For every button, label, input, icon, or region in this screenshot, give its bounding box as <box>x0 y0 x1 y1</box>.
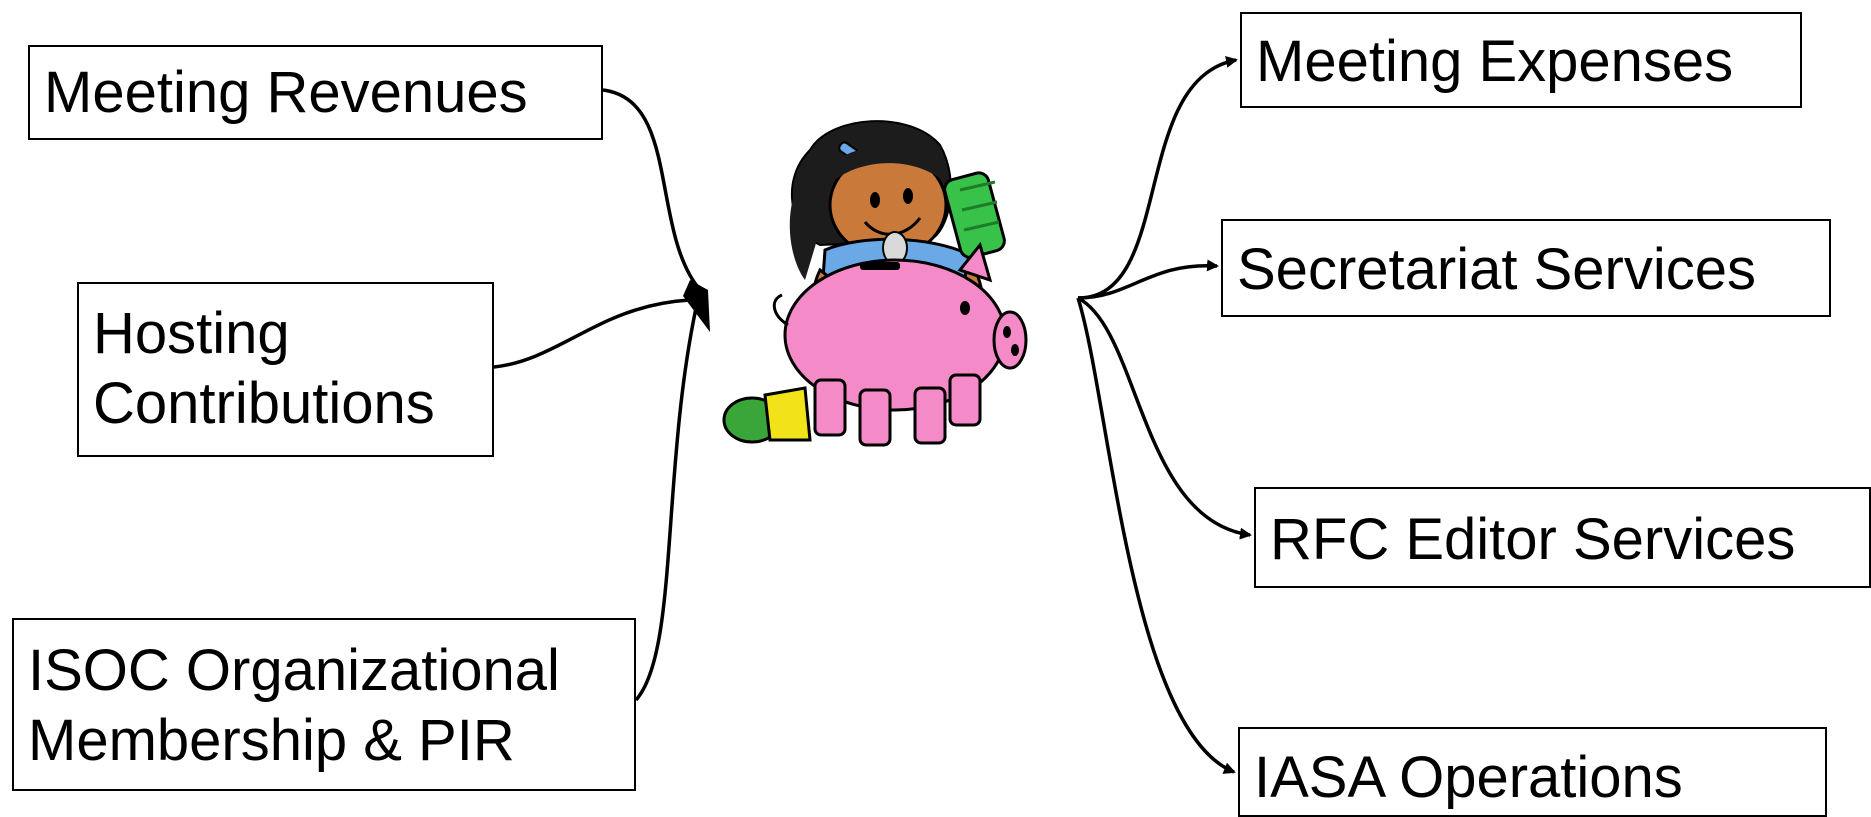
isoc-membership-label-line1: ISOC Organizational <box>28 638 560 703</box>
rfc-editor-services-label: RFC Editor Services <box>1270 507 1796 572</box>
meeting-revenues-box: Meeting Revenues <box>28 45 603 140</box>
secretariat-services-label: Secretariat Services <box>1237 237 1756 302</box>
money-icon <box>943 171 1006 259</box>
connector-iasa <box>1076 297 1236 774</box>
sock-icon <box>763 386 812 442</box>
secretariat-services-box: Secretariat Services <box>1221 219 1831 317</box>
isoc-membership-box: ISOC Organizational Membership & PIR <box>12 618 636 791</box>
meeting-expenses-label: Meeting Expenses <box>1256 29 1734 94</box>
meeting-expenses-box: Meeting Expenses <box>1240 12 1802 108</box>
connector-meeting-expenses <box>1077 55 1238 300</box>
piggy-bank-girl-icon <box>722 120 1028 447</box>
rfc-editor-services-box: RFC Editor Services <box>1254 487 1871 588</box>
hosting-contributions-label-line1: Hosting <box>93 301 290 366</box>
iasa-operations-label: IASA Operations <box>1254 745 1683 810</box>
merge-arrowhead <box>683 280 710 332</box>
connector-secretariat <box>1077 259 1219 300</box>
connector-hosting <box>493 298 691 369</box>
connector-rfc <box>1077 296 1252 540</box>
isoc-membership-label-line2: Membership & PIR <box>28 708 515 773</box>
piggy-bank-icon <box>772 241 1028 447</box>
hosting-contributions-label-line2: Contributions <box>93 371 435 436</box>
hosting-contributions-box: Hosting Contributions <box>77 282 494 457</box>
connector-isoc <box>634 289 702 702</box>
connector-meeting-revenues <box>602 88 702 292</box>
iasa-operations-box: IASA Operations <box>1238 727 1827 817</box>
meeting-revenues-label: Meeting Revenues <box>44 60 528 125</box>
